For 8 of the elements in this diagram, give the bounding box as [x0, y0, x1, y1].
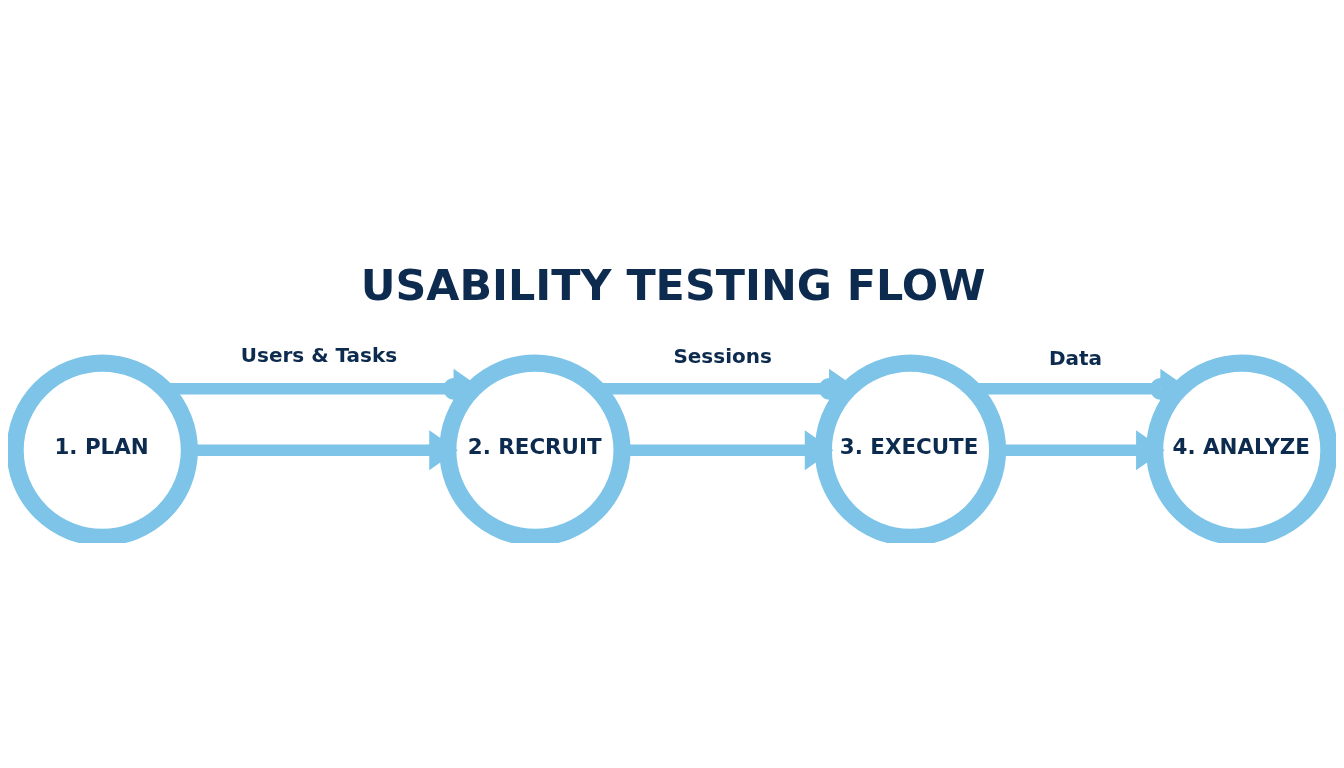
node-circle: 2. RECRUIT	[439, 354, 631, 543]
edge-label: Sessions	[673, 343, 772, 368]
node-circle: 4. ANALYZE	[1146, 354, 1336, 543]
edge-label: Users & Tasks	[240, 342, 398, 367]
diagram-title: USABILITY TESTING FLOW	[360, 259, 986, 310]
edge-label: Data	[1048, 345, 1103, 370]
node-circle: 1. PLAN	[8, 354, 198, 543]
node-circle: 3. EXECUTE	[814, 354, 1007, 543]
